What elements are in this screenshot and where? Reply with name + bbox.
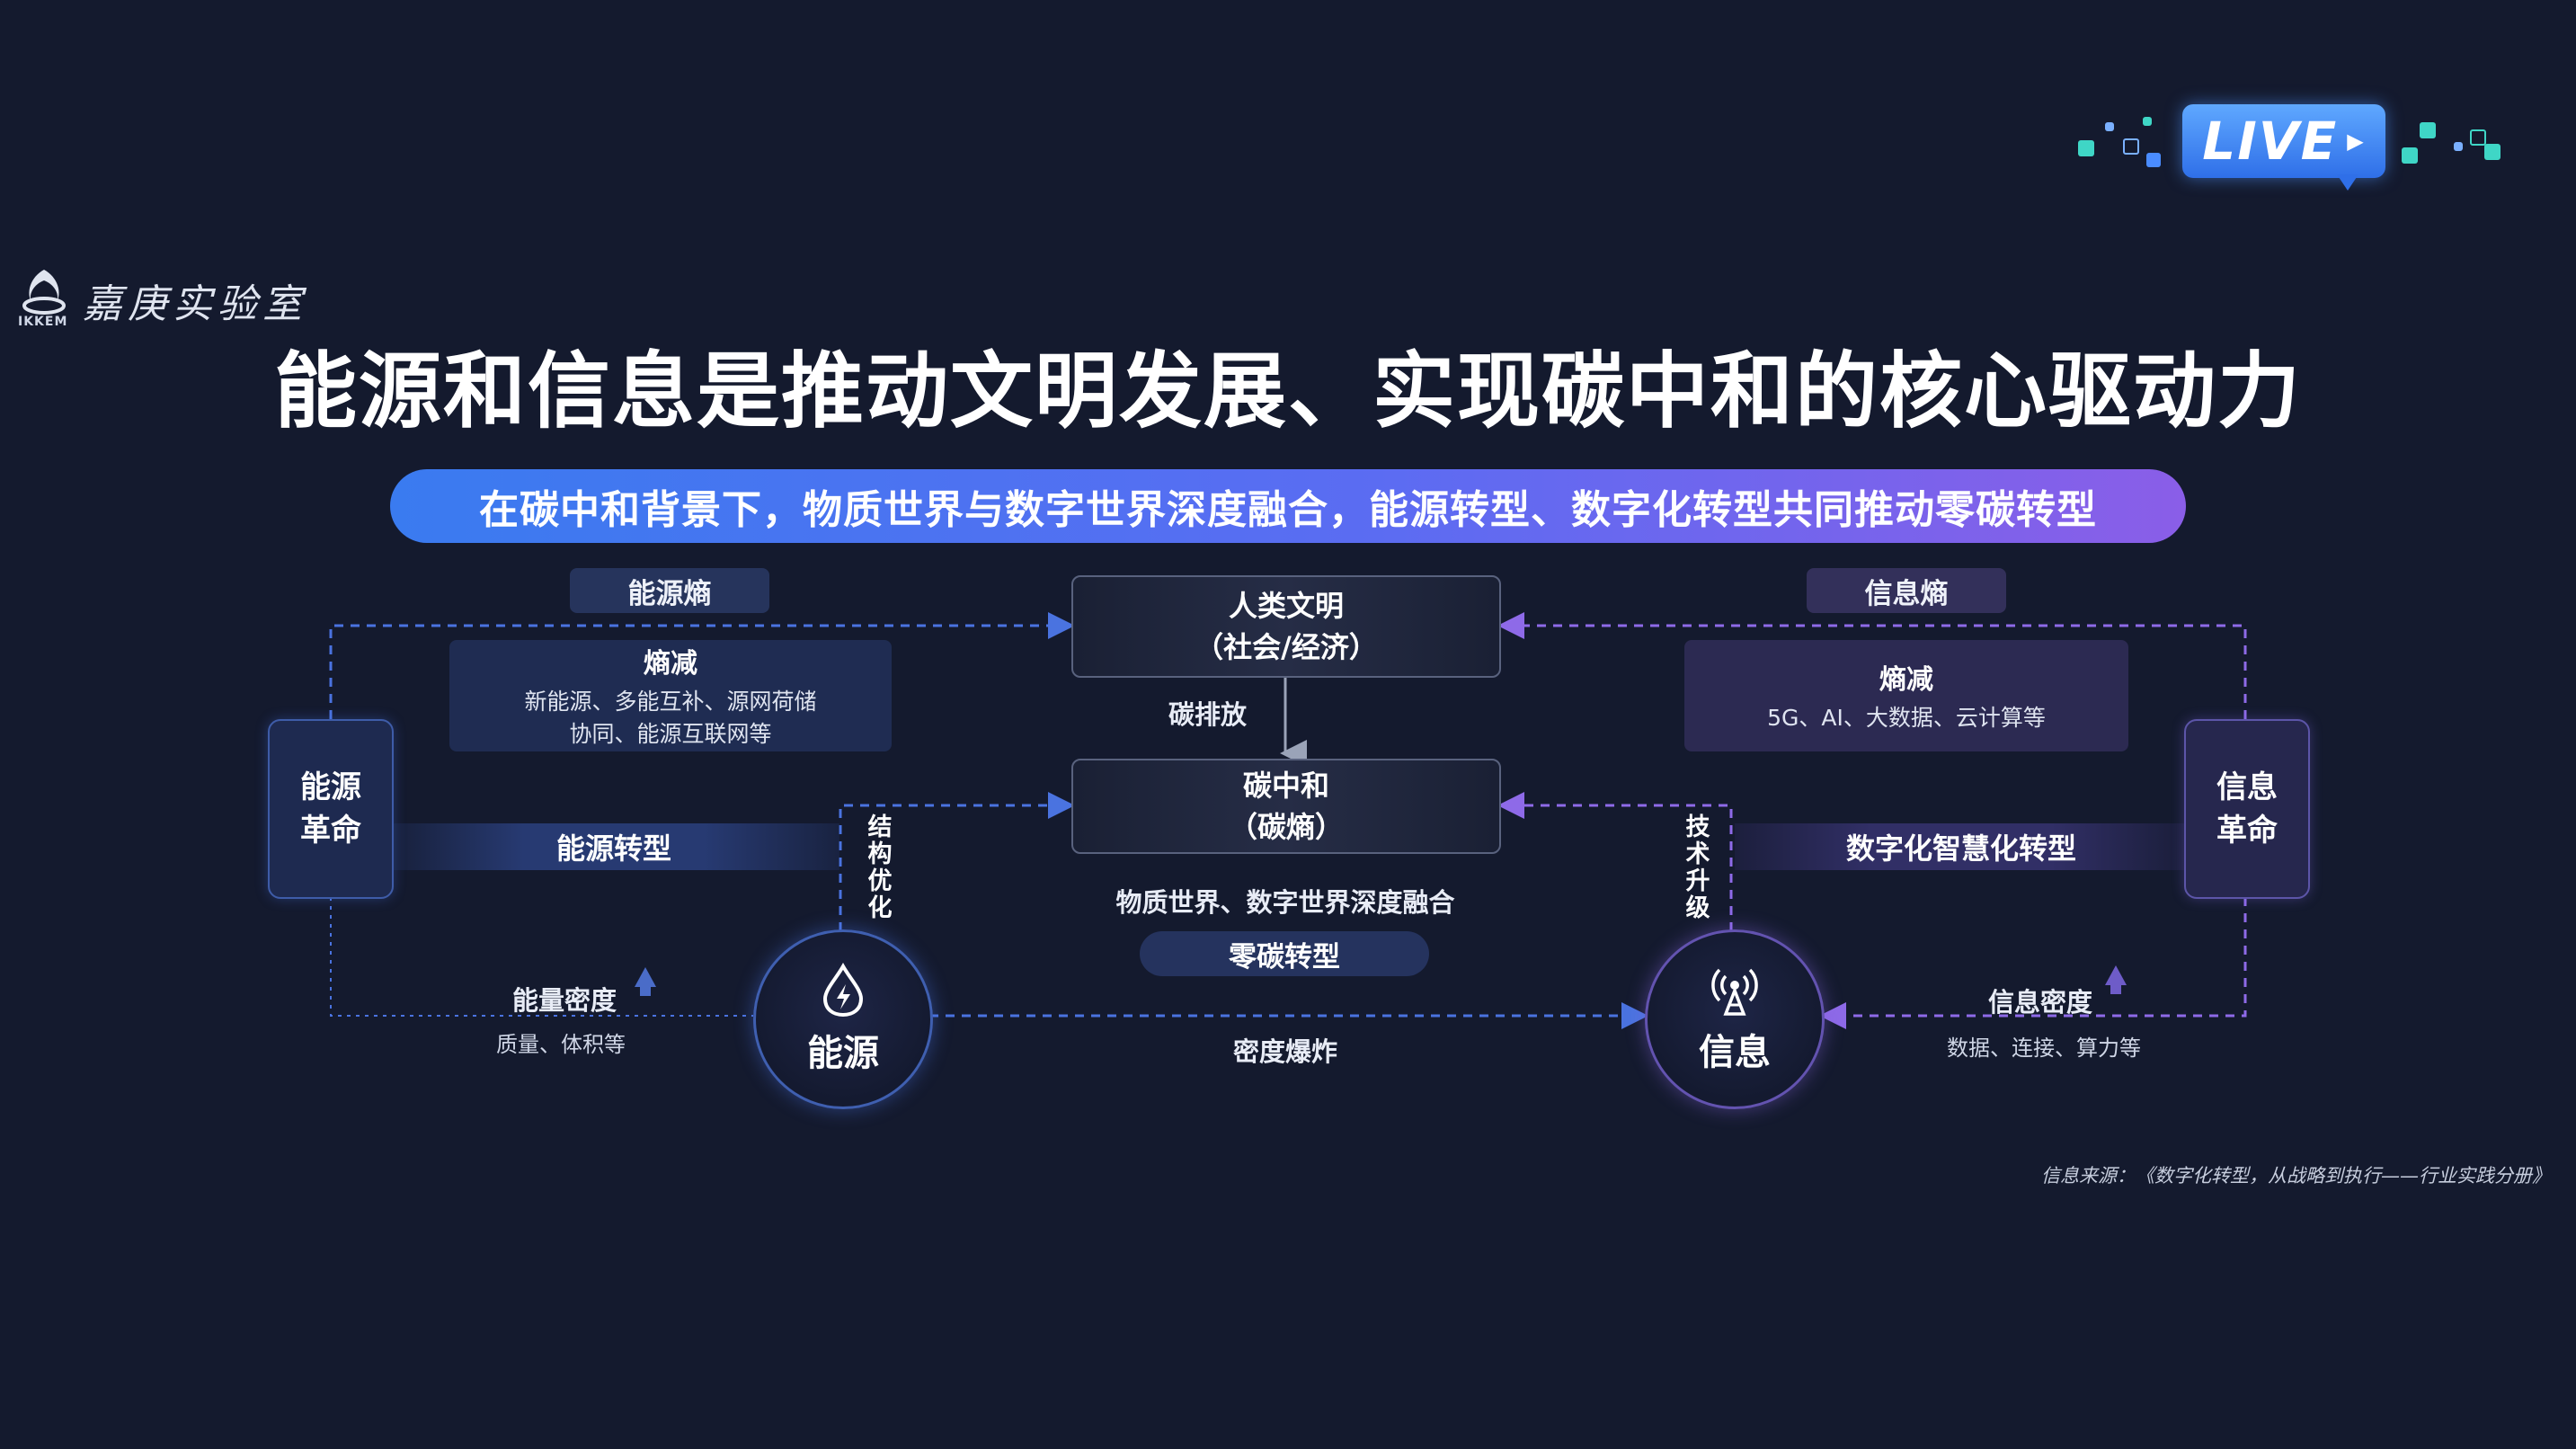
up-arrow-icon — [635, 967, 656, 987]
digital-transition-band: 数字化智慧化转型 — [1735, 823, 2188, 870]
energy-reduction-panel: 熵减 新能源、多能互补、源网荷储 协同、能源互联网等 — [449, 640, 892, 751]
logo-name: 嘉庚实验室 — [83, 281, 307, 327]
energy-transition-band: 能源转型 — [388, 823, 839, 870]
line-right-top — [1497, 612, 2247, 719]
info-density-desc: 数据、连接、算力等 — [1947, 1036, 2141, 1061]
logo-abbr: IKKEM — [18, 315, 68, 329]
line-structure — [839, 792, 1075, 931]
signal-tower-icon — [1711, 968, 1758, 1016]
info-revolution-box: 信息 革命 — [2184, 719, 2310, 899]
line-right-bottom — [1819, 897, 2247, 1029]
info-circle: 信息 — [1645, 929, 1825, 1109]
density-explosion-label: 密度爆炸 — [1232, 1036, 1337, 1067]
civilization-box: 人类文明 （社会/经济） — [1071, 575, 1501, 678]
fusion-label: 物质世界、数字世界深度融合 — [1115, 887, 1455, 918]
energy-density-title: 能量密度 — [512, 985, 617, 1016]
lab-logo-icon — [22, 270, 66, 315]
tech-upgrade-label: 技术升级 — [1685, 813, 1710, 922]
live-badge: LIVE▶ — [2182, 104, 2385, 178]
carbon-emission-label: 碳排放 — [1168, 699, 1248, 730]
zero-carbon-tag: 零碳转型 — [1140, 931, 1429, 976]
info-reduction-panel: 熵减 5G、AI、大数据、云计算等 — [1684, 640, 2128, 751]
line-left-bottom — [330, 897, 753, 1017]
page-title: 能源和信息是推动文明发展、实现碳中和的核心驱动力 — [273, 342, 2302, 440]
line-tech — [1497, 792, 1733, 931]
up-arrow-icon — [2105, 965, 2127, 985]
info-density-title: 信息密度 — [1988, 987, 2093, 1018]
energy-entropy-tag: 能源熵 — [570, 568, 769, 613]
structure-optimization-label: 结构优化 — [867, 813, 893, 922]
energy-circle: 能源 — [753, 929, 933, 1109]
source-note: 信息来源：《数字化转型，从战略到执行——行业实践分册》 — [2041, 1165, 2551, 1187]
carbon-neutral-box: 碳中和 （碳熵） — [1071, 759, 1501, 854]
subtitle-banner: 在碳中和背景下，物质世界与数字世界深度融合，能源转型、数字化转型共同推动零碳转型 — [390, 469, 2186, 543]
line-left-top — [329, 612, 1075, 719]
energy-density-desc: 质量、体积等 — [496, 1032, 626, 1057]
energy-drop-icon — [822, 963, 864, 1018]
energy-revolution-box: 能源 革命 — [268, 719, 394, 899]
info-entropy-tag: 信息熵 — [1807, 568, 2006, 613]
